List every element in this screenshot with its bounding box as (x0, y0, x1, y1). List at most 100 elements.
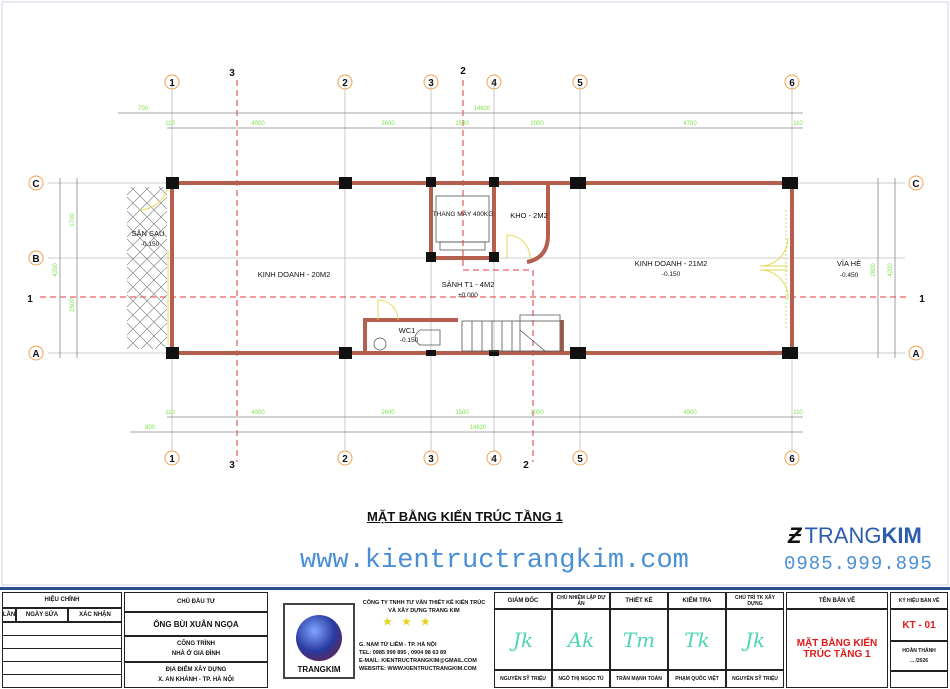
svg-text:5: 5 (577, 78, 583, 89)
svg-text:2: 2 (342, 78, 348, 89)
axis-bubble: 2 (337, 74, 353, 90)
dim-text: 1500 (455, 410, 469, 416)
svg-text:6: 6 (789, 454, 795, 465)
brand-name: TRANGKIM (804, 523, 922, 548)
wc-fixtures (373, 329, 441, 351)
revision-col-confirm: XÁC NHẬN (68, 608, 122, 622)
svg-text:6: 6 (789, 78, 795, 89)
dim-text: 2500 (70, 298, 76, 312)
axis-bubble: 3 (423, 74, 439, 90)
dim-text: 4000 (251, 410, 265, 416)
owner-label: CHỦ ĐẦU TƯ (124, 592, 268, 612)
axis-bubble: 3 (229, 68, 235, 79)
svg-text:4: 4 (491, 78, 497, 89)
dim-text: 4200 (888, 263, 894, 277)
company-info: TRANGKIM CÔNG TY TNHH TƯ VẤN THIẾT KẾ KI… (270, 592, 490, 688)
dim-text: 800 (145, 425, 156, 431)
company-logo-icon (296, 615, 342, 661)
dimension-lines (59, 112, 896, 433)
drawing-code-label: KÝ HIỆU BẢN VẼ (890, 592, 948, 609)
axis-bubble: 1 (164, 74, 180, 90)
dim-text: 1500 (455, 121, 469, 127)
dim-text: 4900 (683, 410, 697, 416)
dim-text: 110 (165, 121, 175, 127)
dim-text: 2600 (381, 410, 395, 416)
dim-text: 4700 (683, 121, 697, 127)
dim-text: 14620 (474, 106, 491, 112)
revision-col-lan: LẦN (2, 608, 16, 622)
svg-text:1: 1 (169, 78, 175, 89)
empty-cell (890, 671, 948, 688)
brand-logo: Ƶ TRANGKIM (788, 523, 922, 549)
level-label: ±0.000 (458, 292, 478, 299)
elevator (435, 195, 490, 251)
svg-text:C: C (912, 179, 919, 190)
dim-text: 4200 (53, 263, 59, 277)
drawing-code: KT - 01 (890, 609, 948, 641)
dim-text: 2000 (530, 410, 544, 416)
dim-text: 110 (165, 410, 175, 416)
brand-phone: 0985.999.895 (784, 553, 933, 575)
room-label-via-he: VỈA HÈ (837, 259, 861, 268)
dim-text: 2800 (871, 263, 877, 277)
drawing-name-label: TÊN BẢN VẼ (786, 592, 888, 609)
level-label: -0.450 (840, 272, 859, 279)
revision-header: HIỆU CHỈNH (2, 592, 122, 608)
website-link[interactable]: www.kientructrangkim.com (300, 546, 689, 576)
svg-text:3: 3 (229, 68, 235, 79)
revision-rows (2, 622, 122, 688)
svg-text:3: 3 (428, 454, 434, 465)
svg-text:4: 4 (491, 454, 497, 465)
axis-bubble: 1 (164, 450, 180, 466)
signature: Jk (494, 609, 552, 670)
floor-plan-drawing: 700 14620 110 4000 2600 1500 2000 4700 1… (1, 1, 949, 586)
svg-text:3: 3 (229, 460, 235, 471)
room-label-kinh-doanh-1: KINH DOANH - 20M2 (258, 270, 331, 279)
grid-lines (48, 85, 905, 450)
signature: Tk (668, 609, 726, 670)
room-label-thang-may: THANG MÁY 400KG (433, 209, 494, 218)
dim-text: 4000 (251, 121, 265, 127)
svg-text:2: 2 (523, 460, 529, 471)
axis-bubble: A (28, 345, 44, 361)
dim-text: 110 (793, 121, 803, 127)
revision-col-date: NGÀY SỬA (16, 608, 68, 622)
axis-bubble: 3 (229, 460, 235, 471)
axis-bubble: 1 (919, 294, 925, 305)
stairs (461, 314, 563, 352)
svg-text:1: 1 (919, 294, 925, 305)
svg-text:2: 2 (342, 454, 348, 465)
svg-text:1: 1 (169, 454, 175, 465)
back-yard-hatch (127, 187, 167, 349)
svg-text:B: B (32, 254, 39, 265)
svg-text:C: C (32, 179, 39, 190)
axis-bubble: 6 (784, 450, 800, 466)
sheet-title: MẶT BẰNG KIẾN TRÚC TẦNG 1 (367, 509, 563, 524)
dim-text: 2000 (530, 121, 544, 127)
axis-bubble: A (908, 345, 924, 361)
company-logo: TRANGKIM (283, 603, 355, 679)
level-label: -0.150 (662, 271, 681, 278)
room-label-san-sau: SÂN SAU (132, 229, 165, 238)
svg-text:A: A (912, 349, 919, 360)
axis-bubble: C (908, 175, 924, 191)
axis-bubble: 2 (337, 450, 353, 466)
axis-bubble: C (28, 175, 44, 191)
axis-bubble: 3 (423, 450, 439, 466)
doors (139, 189, 789, 345)
owner-name: ÔNG BÙI XUÂN NGỌA (124, 612, 268, 636)
sheet-border (1, 1, 949, 586)
axis-bubble: 2 (523, 460, 529, 471)
axis-bubble: 5 (572, 450, 588, 466)
axis-bubble: 6 (784, 74, 800, 90)
room-label-sanh: SẢNH T1 - 4M2 (442, 280, 495, 289)
room-label-wc: WC1 (399, 326, 416, 335)
dim-text: 110 (793, 410, 803, 416)
svg-text:2: 2 (460, 66, 466, 77)
brand-logo-icon: Ƶ (788, 523, 802, 548)
signature: Jk (726, 609, 784, 670)
level-label: -0.150 (400, 337, 419, 344)
